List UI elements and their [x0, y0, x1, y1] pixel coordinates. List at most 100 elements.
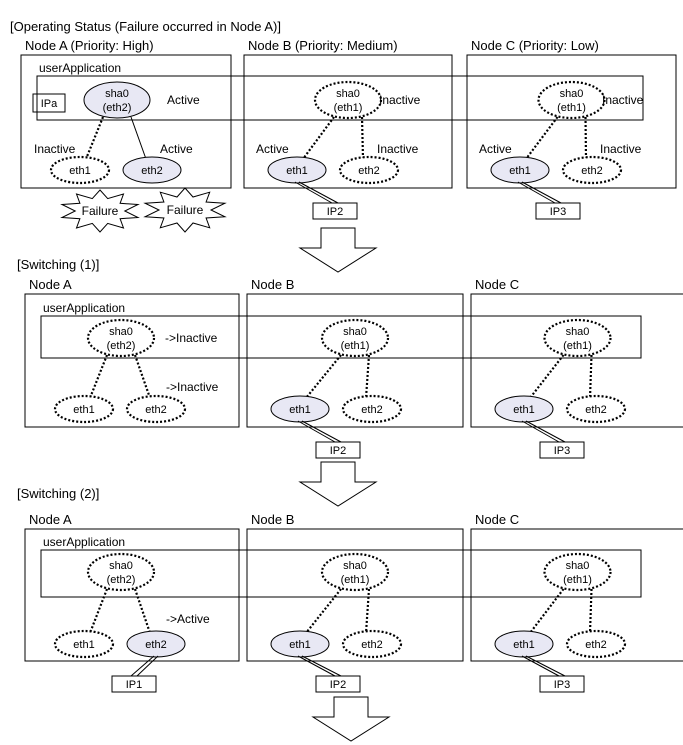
ip-label-2-1: IP2: [330, 679, 347, 691]
link-left-0-0: [84, 116, 105, 160]
sha0-ellipse-2-0: [86, 552, 156, 592]
link-right-1-1: [364, 354, 371, 399]
link-right-2-0: [133, 588, 152, 634]
ip-callout-b-1-2: [525, 420, 566, 443]
node-box-1-0: [24, 293, 240, 428]
sha0-sub-0-2: (eth1): [557, 102, 586, 114]
sha0-ellipse-1-2: [543, 318, 612, 358]
link-right-2-1: [364, 588, 371, 634]
node-header-0-1: Node B (Priority: Medium): [248, 38, 398, 53]
node-box-0-0: [20, 54, 232, 189]
eth-left-label-1-2: eth1: [513, 404, 534, 416]
ip-box-0-1: [312, 202, 358, 220]
eth-left-1-0: [53, 394, 115, 424]
section-title-0: [Operating Status (Failure occurred in N…: [10, 19, 281, 34]
ip-box-2-0: [111, 675, 157, 693]
eth-right-label-2-1: eth2: [361, 639, 382, 651]
eth-left-label-1-0: eth1: [73, 404, 94, 416]
sha0-sub-1-0: (eth2): [107, 340, 136, 352]
node-box-2-2: [470, 528, 683, 662]
eth-right-1-2: [565, 394, 627, 424]
node-box-2-1: [246, 528, 464, 662]
ip-label-2-0: IP1: [126, 679, 143, 691]
eth-right-1-0: [125, 394, 187, 424]
eth-left-label-2-1: eth1: [289, 639, 310, 651]
link-right-1-2: [588, 354, 593, 399]
sha0-label-0-2: sha0: [560, 88, 584, 100]
eth-right-label-0-2: eth2: [581, 165, 602, 177]
ip-callout-a-2-0: [130, 655, 155, 677]
ip-callout-a-1-1: [297, 420, 336, 443]
sha0-sub-2-1: (eth1): [341, 574, 370, 586]
ip-callout-b-2-1: [301, 655, 342, 677]
sha0-state-0-0: Active: [167, 93, 200, 107]
sha0-ellipse-1-0: [86, 318, 156, 358]
eth-right-2-0: [126, 630, 186, 658]
sha0-sub-0-0: (eth2): [103, 102, 132, 114]
eth-right-state-0-0: Active: [160, 142, 193, 156]
link-left-2-0: [88, 588, 109, 634]
eth-left-state-0-1: Active: [256, 142, 289, 156]
link-right-2-2: [588, 588, 593, 634]
ip-callout-b-2-2: [525, 655, 566, 677]
ip-callout-b-2-0: [136, 655, 159, 677]
section-title-1: [Switching (1)]: [17, 257, 99, 272]
user-application-label-0: userApplication: [39, 61, 121, 75]
sha0-ellipse-0-2: [537, 80, 606, 120]
ip-box-2-1: [315, 675, 361, 693]
failure-burst-right: [143, 187, 227, 233]
link-left-1-1: [305, 354, 342, 399]
node-header-2-1: Node B: [251, 512, 294, 527]
sha0-label-1-1: sha0: [343, 326, 367, 338]
ip-callout-a-2-2: [521, 655, 560, 677]
node-header-0-2: Node C (Priority: Low): [471, 38, 599, 53]
eth-right-state-0-2: Inactive: [600, 142, 642, 156]
ip-callout-b-0-2: [521, 181, 562, 204]
eth-left-label-0-1: eth1: [286, 165, 307, 177]
ip-label-2-2: IP3: [554, 679, 571, 691]
ip-box-1-2: [539, 441, 585, 459]
user-application-label-2: userApplication: [43, 535, 125, 549]
flow-arrow-2: [298, 461, 378, 507]
eth-right-state-0-1: Inactive: [377, 142, 419, 156]
ip-callout-a-2-1: [297, 655, 336, 677]
sha0-label-1-2: sha0: [566, 326, 590, 338]
link-left-2-2: [529, 588, 565, 634]
sha0-label-2-0: sha0: [109, 560, 133, 572]
sha0-label-0-0: sha0: [105, 88, 129, 100]
eth-left-label-0-0: eth1: [69, 165, 90, 177]
node-header-1-2: Node C: [475, 277, 519, 292]
ipa-label: IPa: [41, 98, 58, 110]
link-right-0-2: [584, 116, 588, 160]
eth-left-label-0-2: eth1: [509, 165, 530, 177]
flow-arrow-3: [311, 696, 391, 742]
ip-box-0-2: [535, 202, 581, 220]
eth-right-state-2-0: ->Active: [166, 612, 210, 626]
sha0-sub-2-2: (eth1): [563, 574, 592, 586]
ip-callout-a-0-2: [517, 181, 556, 204]
eth-right-0-0: [122, 156, 182, 184]
eth-right-2-2: [565, 629, 627, 659]
ip-box-2-2: [539, 675, 585, 693]
ip-callout-a-1-2: [521, 420, 560, 443]
node-header-0-0: Node A (Priority: High): [25, 38, 154, 53]
sha0-label-2-2: sha0: [566, 560, 590, 572]
ip-label-0-1: IP2: [327, 206, 344, 218]
eth-left-2-0: [53, 629, 115, 659]
user-application-band-0: [36, 75, 644, 121]
link-right-1-0: [133, 354, 152, 399]
ip-label-0-2: IP3: [550, 206, 567, 218]
user-application-band-2: [40, 549, 642, 598]
node-box-1-1: [246, 293, 464, 428]
eth-right-0-1: [338, 155, 400, 185]
sha0-state-1-0: ->Inactive: [165, 331, 218, 345]
failure-burst-left: [60, 189, 140, 233]
sha0-ellipse-0-0: [83, 81, 151, 119]
link-left-0-1: [302, 116, 335, 160]
eth-right-label-2-2: eth2: [585, 639, 606, 651]
ip-label-1-2: IP3: [554, 445, 571, 457]
sha0-state-0-1: Inactive: [379, 93, 421, 107]
eth-right-2-1: [341, 629, 403, 659]
sha0-sub-1-1: (eth1): [341, 340, 370, 352]
